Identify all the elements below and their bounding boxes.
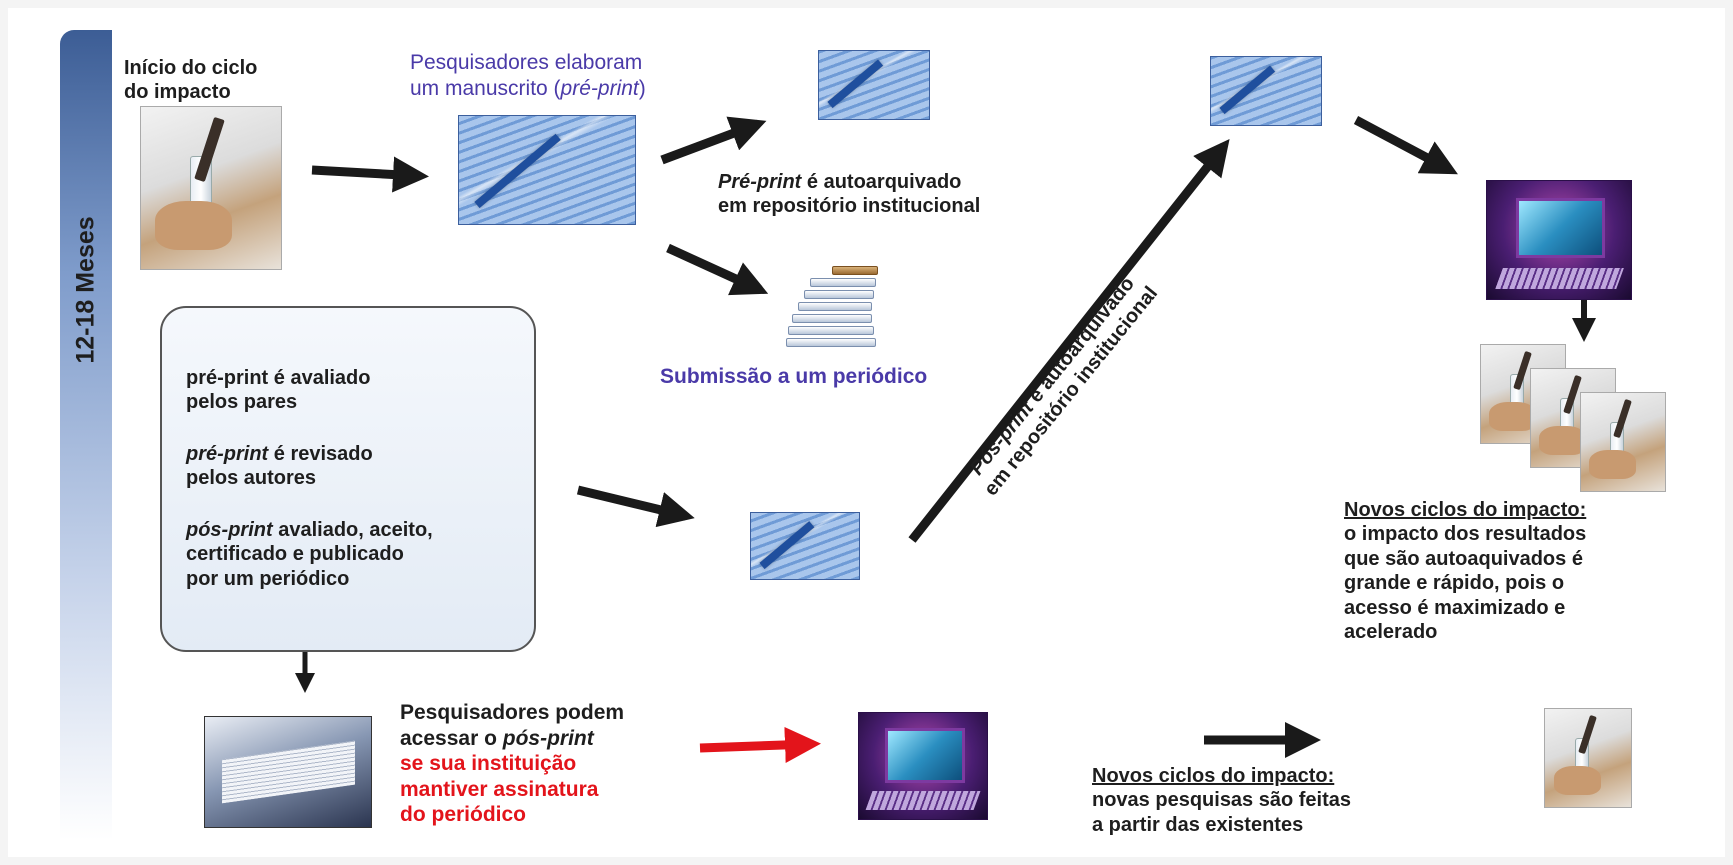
manuscript-line-2: um manuscrito (pré-print) <box>410 76 646 100</box>
preprint-archived-line-2: em repositório institucional <box>718 195 981 218</box>
review-step-3: pós-print avaliado, aceito, certificado … <box>186 519 433 590</box>
preprint-repository-image <box>818 50 930 120</box>
new-cycles-right-title: Novos ciclos do impacto: <box>1344 499 1587 521</box>
new-cycles-bottom: Novos ciclos do impacto: novas pesquisas… <box>1092 765 1352 836</box>
manuscript-line-1: Pesquisadores elaboram <box>410 51 643 74</box>
scientist-image <box>140 106 282 270</box>
postprint-document-image <box>750 512 860 580</box>
review-process-box <box>160 306 536 652</box>
manuscript-document-image <box>458 115 636 225</box>
postprint-repository-image <box>1210 56 1322 126</box>
review-step-1: pré-print é avaliado pelos pares <box>186 367 371 414</box>
hand-shape <box>155 200 232 250</box>
manuscript-label: Pesquisadores elaboram um manuscrito (pr… <box>410 50 646 101</box>
journal-stack-image <box>784 262 890 350</box>
preprint-archived-line-1: Pré-print é autoarquivado <box>718 171 962 193</box>
new-cycles-bottom-title: Novos ciclos do impacto: <box>1092 765 1335 787</box>
scientist-image-3 <box>1580 392 1666 492</box>
scientist-image-bottom <box>1544 708 1632 808</box>
access-label: Pesquisadores podem acessar o pós-print … <box>400 701 625 827</box>
start-line-2: do impacto <box>124 81 231 104</box>
computer-image-bottom <box>858 712 988 820</box>
preprint-archived-label: Pré-print é autoarquivado em repositório… <box>718 170 980 219</box>
submission-label: Submissão a um periódico <box>660 365 928 388</box>
time-bar-label: 12-18 Meses <box>71 216 100 364</box>
new-cycles-right: Novos ciclos do impacto: o impacto dos r… <box>1344 499 1587 643</box>
open-journal-image <box>204 716 372 828</box>
time-bar <box>60 30 112 840</box>
start-line-1: Início do ciclo <box>124 57 258 79</box>
computer-image-right <box>1486 180 1632 300</box>
start-label: Início do ciclo do impacto <box>124 56 257 105</box>
review-step-2: pré-print é revisado pelos autores <box>186 443 373 490</box>
